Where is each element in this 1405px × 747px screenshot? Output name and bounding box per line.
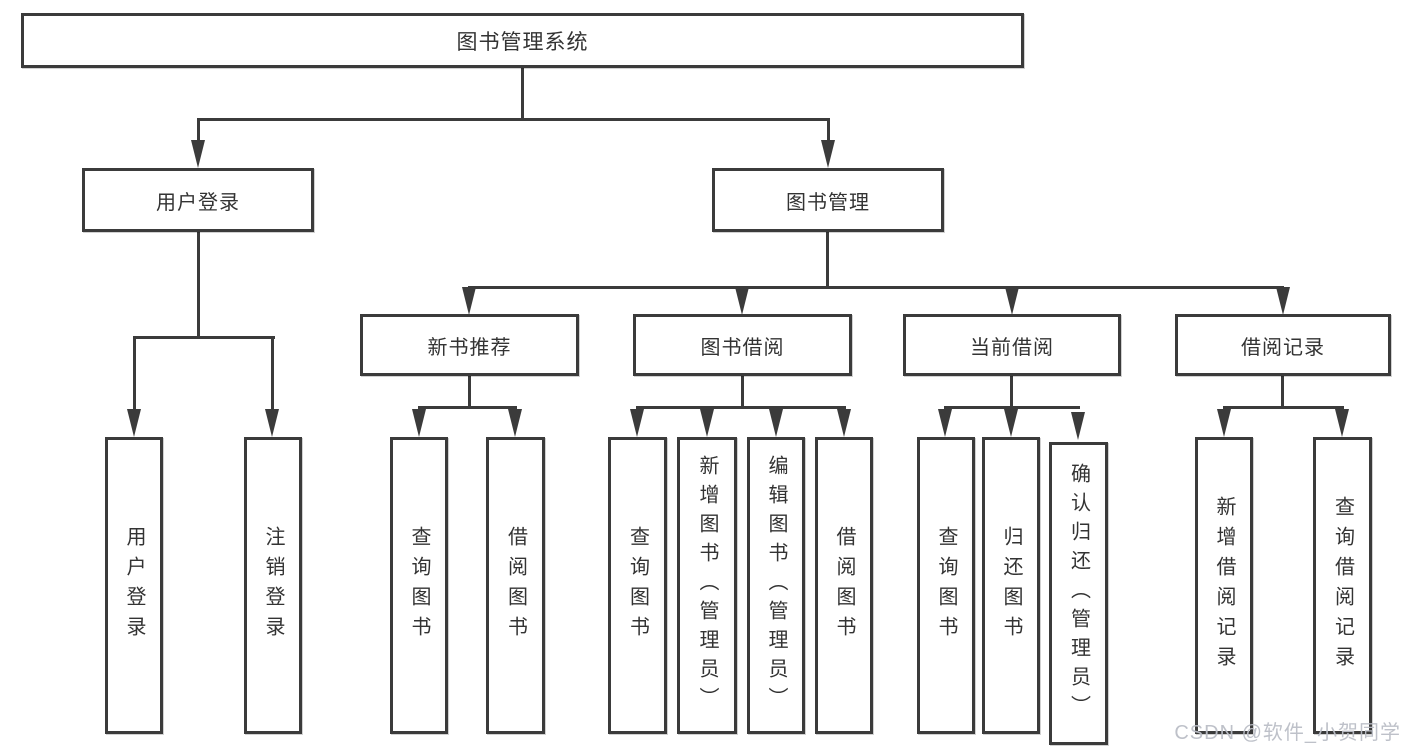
leaf-logout: 注销登录 — [244, 437, 302, 734]
connector — [741, 376, 744, 409]
leaf-return-books: 归还图书 — [982, 437, 1040, 734]
connector — [827, 120, 830, 143]
connector — [133, 338, 136, 412]
arrow-down-icon — [1004, 409, 1018, 437]
arrow-down-icon — [938, 409, 952, 437]
arrow-down-icon — [630, 409, 644, 437]
node-label: 用户登录 — [123, 525, 145, 646]
arrow-down-icon — [1217, 409, 1231, 437]
arrow-down-icon — [1005, 287, 1019, 315]
node-label: 查询图书 — [408, 525, 430, 646]
arrow-down-icon — [821, 140, 835, 168]
arrow-down-icon — [1071, 412, 1085, 440]
leaf-edit-books-admin: 编辑图书（管理员） — [747, 437, 805, 734]
arrow-down-icon — [412, 409, 426, 437]
node-label: 归还图书 — [1000, 525, 1022, 646]
node-label: 新书推荐 — [427, 336, 512, 359]
node-label: 借阅图书 — [504, 525, 527, 646]
leaf-borrow-books-borrow: 借阅图书 — [815, 437, 873, 734]
leaf-query-books-recommend: 查询图书 — [390, 437, 448, 734]
node-label: 查询图书 — [935, 525, 957, 646]
arrow-down-icon — [127, 409, 141, 437]
connector — [1281, 376, 1284, 409]
node-new-book-recommendation: 新书推荐 — [360, 314, 579, 376]
leaf-query-books-borrow: 查询图书 — [608, 437, 667, 734]
node-label: 图书借阅 — [700, 336, 785, 359]
node-label: 当前借阅 — [970, 336, 1054, 359]
node-label: 新增借阅记录 — [1213, 495, 1235, 676]
connector — [944, 406, 1080, 409]
connector — [1223, 406, 1344, 409]
leaf-query-books-current: 查询图书 — [917, 437, 975, 734]
node-book-borrowing: 图书借阅 — [633, 314, 852, 376]
leaf-query-borrow-record: 查询借阅记录 — [1313, 437, 1372, 734]
connector — [826, 232, 829, 288]
connector — [133, 336, 275, 339]
node-label: 借阅记录 — [1241, 336, 1325, 359]
connector — [468, 286, 1284, 289]
arrow-down-icon — [462, 287, 476, 315]
connector — [418, 406, 517, 409]
node-current-borrowing: 当前借阅 — [903, 314, 1121, 376]
leaf-confirm-return-admin: 确认归还（管理员） — [1049, 442, 1108, 745]
leaf-add-books-admin: 新增图书（管理员） — [677, 437, 737, 734]
arrow-down-icon — [700, 409, 714, 437]
arrow-down-icon — [837, 409, 851, 437]
connector — [197, 118, 830, 121]
connector — [468, 376, 471, 409]
node-label: 编辑图书（管理员） — [765, 455, 787, 716]
node-label: 图书管理系统 — [456, 30, 589, 54]
leaf-borrow-books-recommend: 借阅图书 — [486, 437, 545, 734]
arrow-down-icon — [265, 409, 279, 437]
node-book-management: 图书管理 — [712, 168, 944, 232]
arrow-down-icon — [508, 409, 522, 437]
leaf-user-login: 用户登录 — [105, 437, 163, 734]
node-label: 新增图书（管理员） — [696, 455, 718, 716]
connector — [636, 406, 846, 409]
arrow-down-icon — [191, 140, 205, 168]
node-label: 图书管理 — [786, 191, 870, 214]
csdn-watermark: CSDN @软件_小贺同学 — [1174, 722, 1401, 744]
node-label: 借阅图书 — [833, 525, 855, 646]
connector — [197, 232, 200, 338]
node-user-login: 用户登录 — [82, 168, 314, 232]
connector — [197, 120, 200, 143]
arrow-down-icon — [769, 409, 783, 437]
node-label: 查询借阅记录 — [1331, 495, 1354, 676]
arrow-down-icon — [1276, 287, 1290, 315]
node-label: 用户登录 — [156, 191, 240, 214]
node-label: 确认归还（管理员） — [1067, 463, 1090, 724]
arrow-down-icon — [1335, 409, 1349, 437]
connector — [521, 68, 524, 120]
connector — [1010, 376, 1013, 409]
node-borrowing-records: 借阅记录 — [1175, 314, 1391, 376]
node-label: 注销登录 — [262, 525, 284, 646]
node-library-management-system: 图书管理系统 — [21, 13, 1024, 68]
leaf-add-borrow-record: 新增借阅记录 — [1195, 437, 1253, 734]
connector — [271, 338, 274, 412]
arrow-down-icon — [735, 287, 749, 315]
node-label: 查询图书 — [626, 525, 649, 646]
